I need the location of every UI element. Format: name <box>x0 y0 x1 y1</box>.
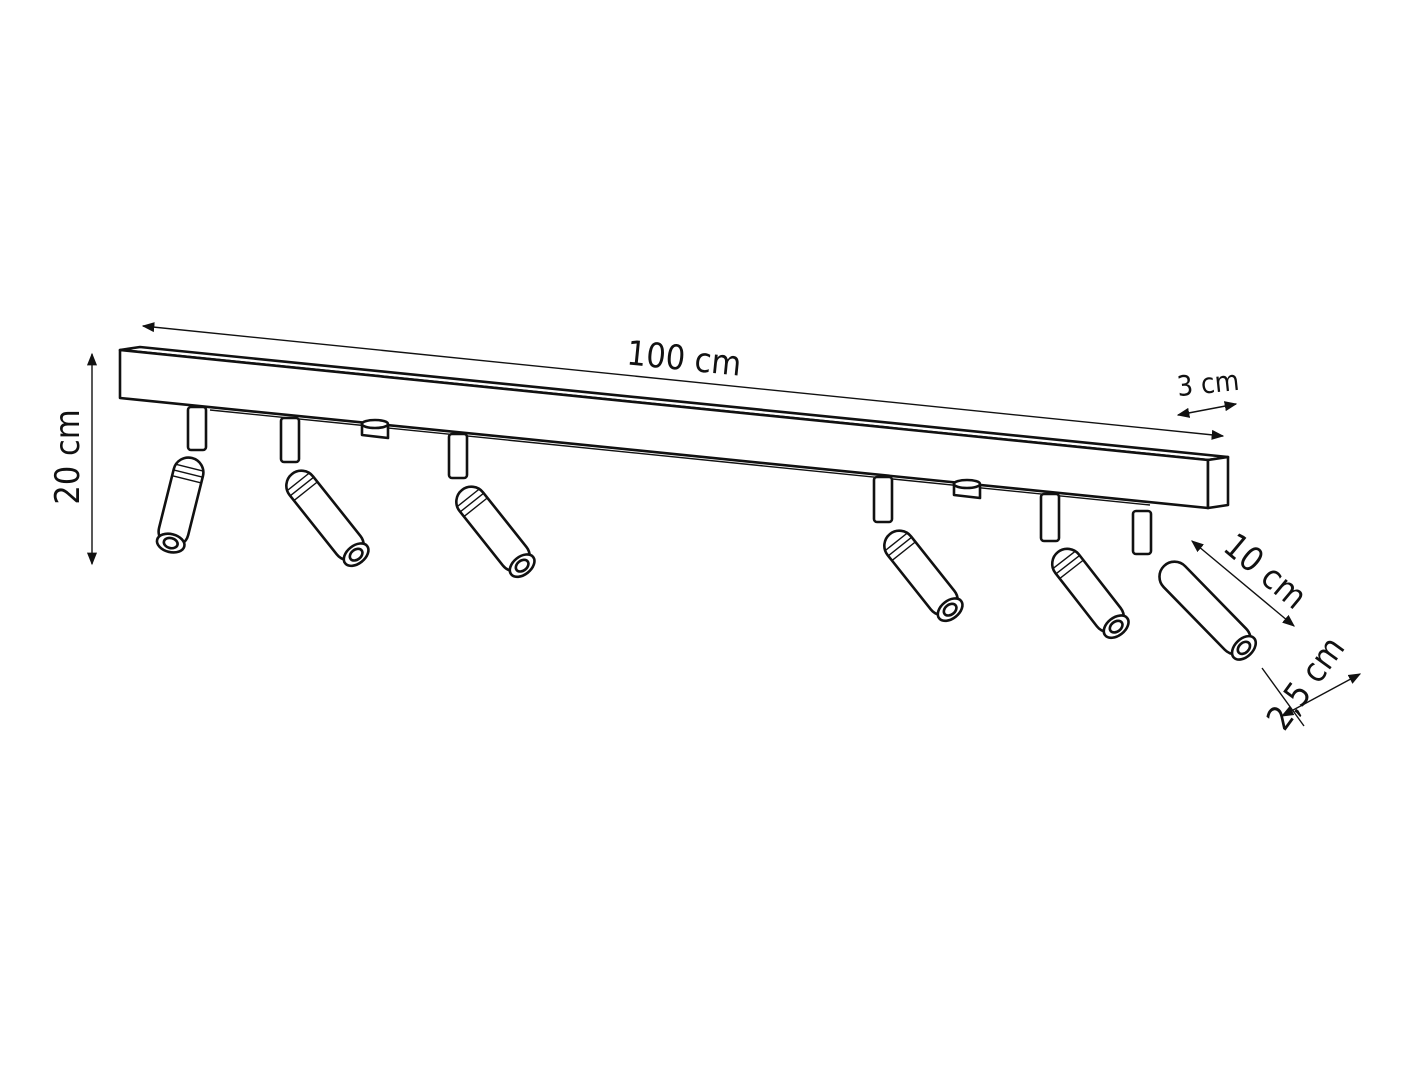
spot-stem <box>186 405 208 452</box>
spot-body <box>155 456 205 554</box>
spot-body <box>1050 547 1130 640</box>
spot-body <box>285 469 370 568</box>
spot-stem <box>872 475 894 524</box>
spot-light-1 <box>155 405 208 554</box>
height-label: 20 cm <box>48 409 88 504</box>
spot-body <box>455 485 536 579</box>
spot-light-3 <box>447 432 536 579</box>
dimension-spot-diameter: 2,5 cm <box>1259 629 1362 738</box>
spot-light-2 <box>279 416 370 568</box>
spot-body <box>883 529 964 623</box>
spot-light-5 <box>1039 492 1130 640</box>
dimension-depth: 3 cm <box>1175 364 1241 418</box>
mount-bracket-left <box>360 418 390 440</box>
spot-stem <box>447 432 469 480</box>
spot-light-4 <box>872 475 964 623</box>
dimension-height: 20 cm <box>48 352 98 566</box>
depth-label: 3 cm <box>1175 364 1241 403</box>
spot-stem <box>1131 509 1153 556</box>
mount-bracket-right <box>952 478 982 500</box>
spot-stem <box>279 416 301 464</box>
spot-length-label: 10 cm <box>1216 526 1315 618</box>
spot-stem <box>1039 492 1061 543</box>
